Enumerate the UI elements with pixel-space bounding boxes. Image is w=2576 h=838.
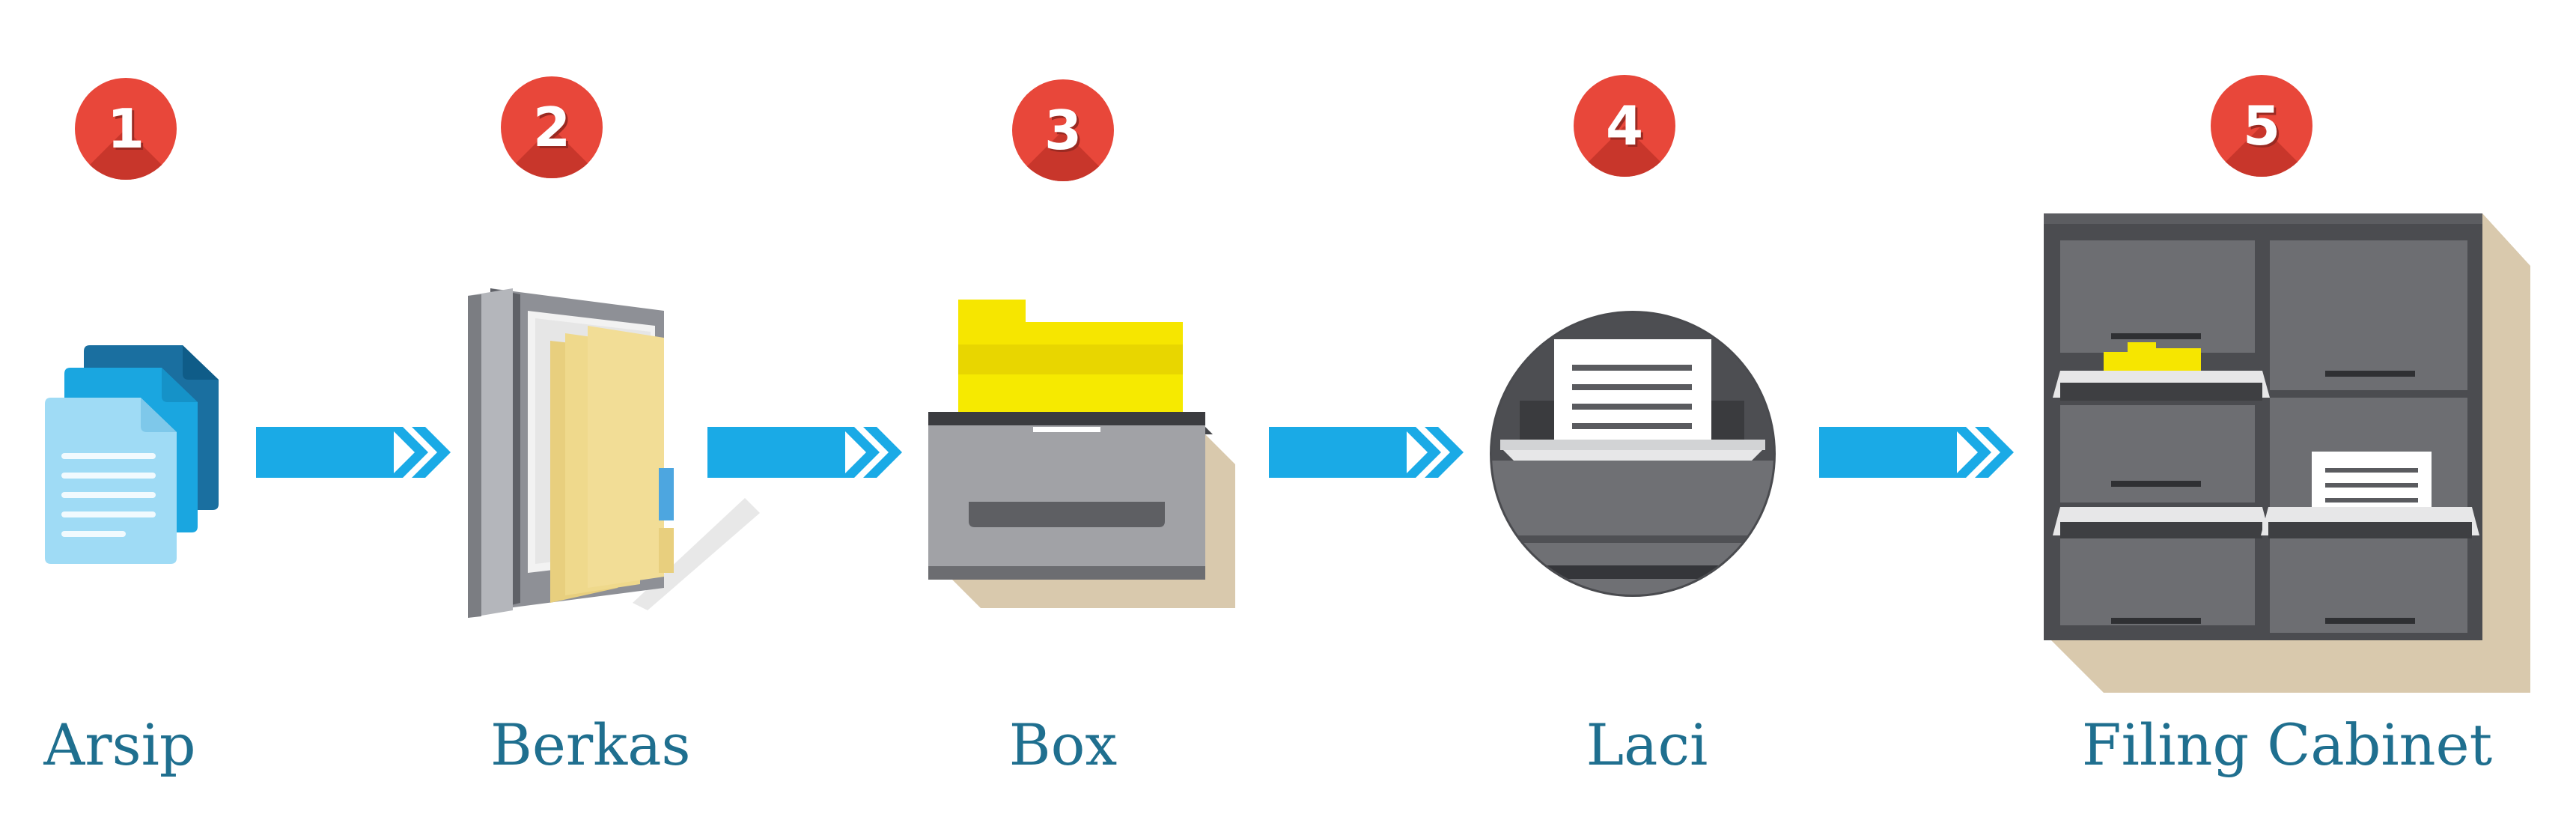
arrow-right-icon: [1269, 427, 1464, 478]
step-1-badge: 1: [75, 78, 177, 180]
step-1-number: 1: [106, 97, 145, 160]
documents-icon: [45, 345, 219, 564]
step-2-badge: 2: [501, 76, 603, 178]
step-1-label: Arsip: [43, 711, 196, 778]
folder-icon: [468, 288, 760, 618]
step-3-badge: 3: [1012, 79, 1114, 181]
step-5-label: Filing Cabinet: [2081, 711, 2493, 778]
step-4-label: Laci: [1586, 711, 1708, 778]
box-icon: [928, 300, 1235, 608]
drawer-icon: [1490, 311, 1776, 597]
step-2-number: 2: [532, 96, 571, 159]
step-5-badge: 5: [2211, 75, 2312, 177]
arrow-right-icon: [707, 427, 902, 478]
step-4-number: 4: [1605, 94, 1644, 157]
arrow-right-icon: [256, 427, 451, 478]
step-3-number: 3: [1044, 99, 1083, 162]
filing-cabinet-icon: [2044, 213, 2530, 693]
step-5-number: 5: [2242, 94, 2281, 157]
step-3-label: Box: [1008, 711, 1118, 778]
arrow-right-icon: [1819, 427, 2014, 478]
step-4-badge: 4: [1574, 75, 1675, 177]
step-2-label: Berkas: [490, 711, 691, 778]
